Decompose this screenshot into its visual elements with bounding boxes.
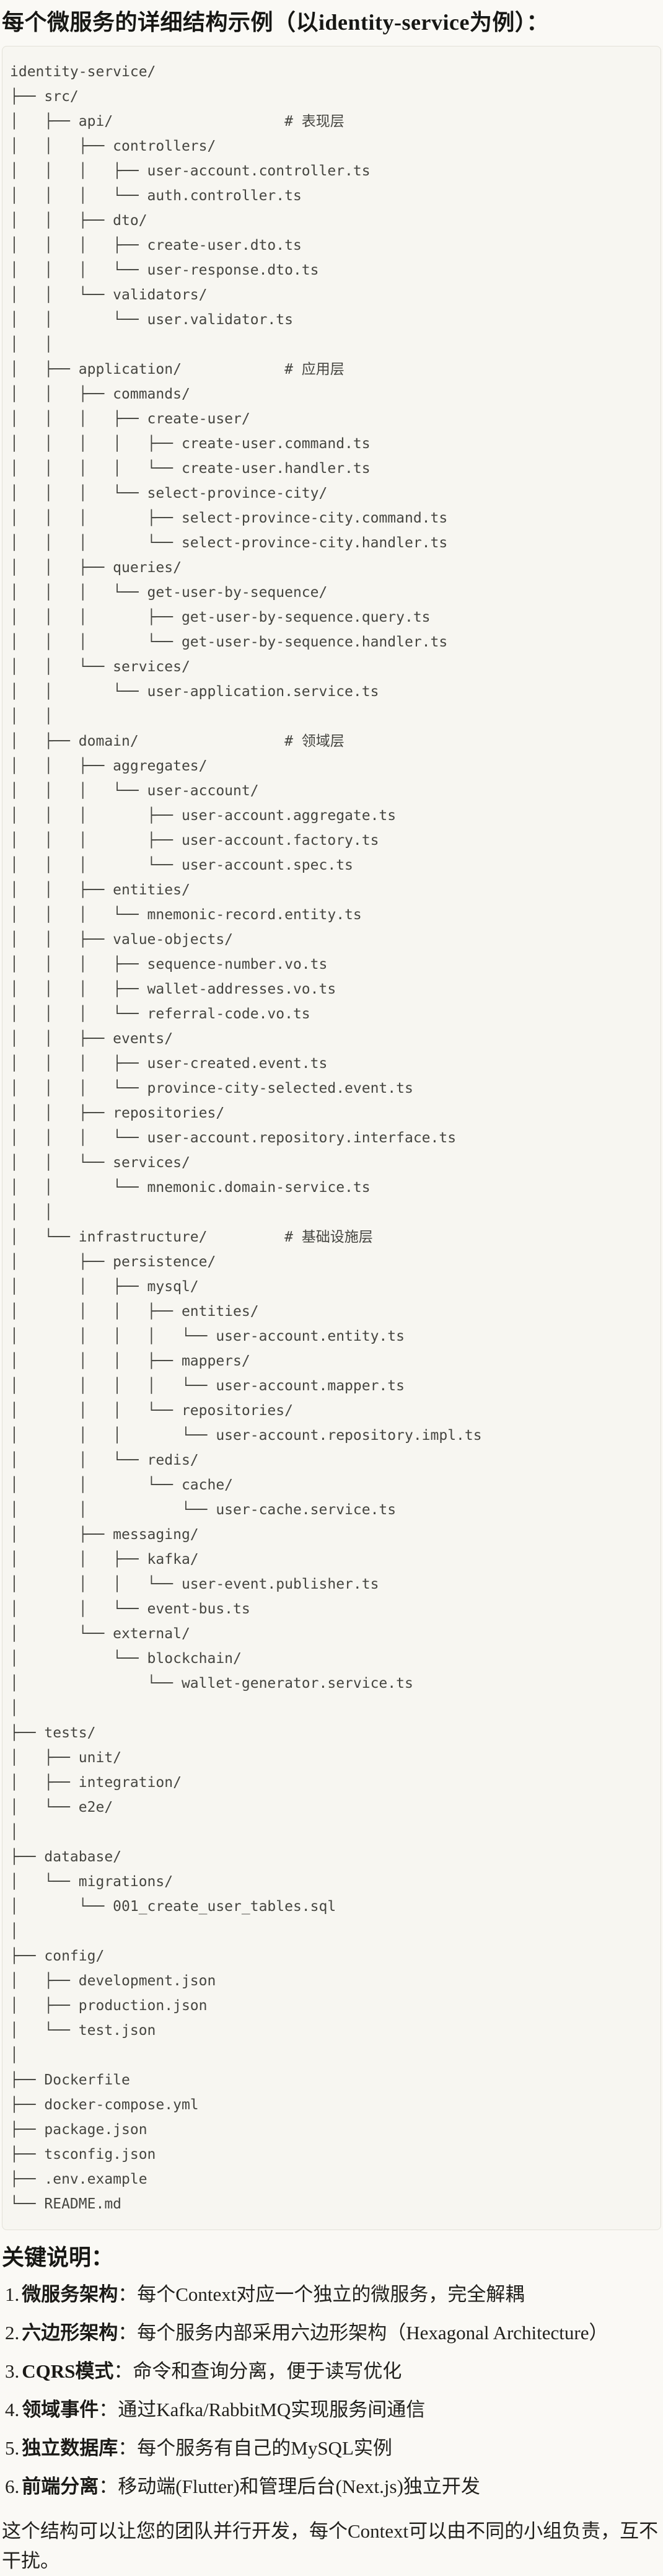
list-item-separator: ： [99, 2476, 118, 2497]
list-item-description: 通过Kafka/RabbitMQ实现服务间通信 [118, 2399, 426, 2420]
list-item-term: 六边形架构 [22, 2322, 118, 2344]
list-item-number: 4. [5, 2399, 20, 2420]
list-item-term: CQRS模式 [22, 2360, 114, 2382]
list-item: 5.独立数据库：每个服务有自己的MySQL实例 [2, 2433, 661, 2463]
list-item-number: 1. [5, 2283, 20, 2305]
directory-tree: identity-service/ ├── src/ │ ├── api/ # … [10, 64, 482, 2212]
list-item-number: 2. [5, 2322, 20, 2344]
list-item-description: 命令和查询分离，便于读写优化 [133, 2360, 402, 2382]
list-item-term: 前端分离 [22, 2476, 99, 2497]
list-item: 3.CQRS模式：命令和查询分离，便于读写优化 [2, 2357, 661, 2386]
list-item: 4.领域事件：通过Kafka/RabbitMQ实现服务间通信 [2, 2395, 661, 2425]
list-item-description: 每个服务内部采用六边形架构（Hexagonal Architecture） [137, 2322, 608, 2344]
list-item: 1.微服务架构：每个Context对应一个独立的微服务，完全解耦 [2, 2280, 661, 2309]
list-item-description: 每个服务有自己的MySQL实例 [137, 2437, 392, 2459]
list-item-term: 微服务架构 [22, 2283, 118, 2305]
list-item-term: 独立数据库 [22, 2437, 118, 2459]
list-item-separator: ： [118, 2437, 138, 2459]
list-item: 2.六边形架构：每个服务内部采用六边形架构（Hexagonal Architec… [2, 2318, 661, 2348]
page-title: 每个微服务的详细结构示例（以identity-service为例）： [2, 10, 549, 35]
list-item-separator: ： [113, 2360, 133, 2382]
list-item-separator: ： [118, 2322, 138, 2344]
list-item-number: 6. [5, 2476, 20, 2497]
list-item-description: 移动端(Flutter)和管理后台(Next.js)独立开发 [118, 2476, 480, 2497]
notes-list: 1.微服务架构：每个Context对应一个独立的微服务，完全解耦 2.六边形架构… [2, 2280, 661, 2502]
closing-paragraph: 这个结构可以让您的团队并行开发，每个Context可以由不同的小组负责，互不干扰… [2, 2520, 659, 2572]
list-item-separator: ： [99, 2399, 118, 2420]
list-item-number: 5. [5, 2437, 20, 2459]
directory-tree-code-block: identity-service/ ├── src/ │ ├── api/ # … [2, 46, 661, 2230]
list-item-number: 3. [5, 2360, 20, 2382]
list-item-term: 领域事件 [22, 2399, 99, 2420]
list-item: 6.前端分离：移动端(Flutter)和管理后台(Next.js)独立开发 [2, 2472, 661, 2502]
notes-heading: 关键说明： [2, 2245, 114, 2270]
list-item-separator: ： [118, 2283, 138, 2305]
list-item-description: 每个Context对应一个独立的微服务，完全解耦 [137, 2283, 525, 2305]
